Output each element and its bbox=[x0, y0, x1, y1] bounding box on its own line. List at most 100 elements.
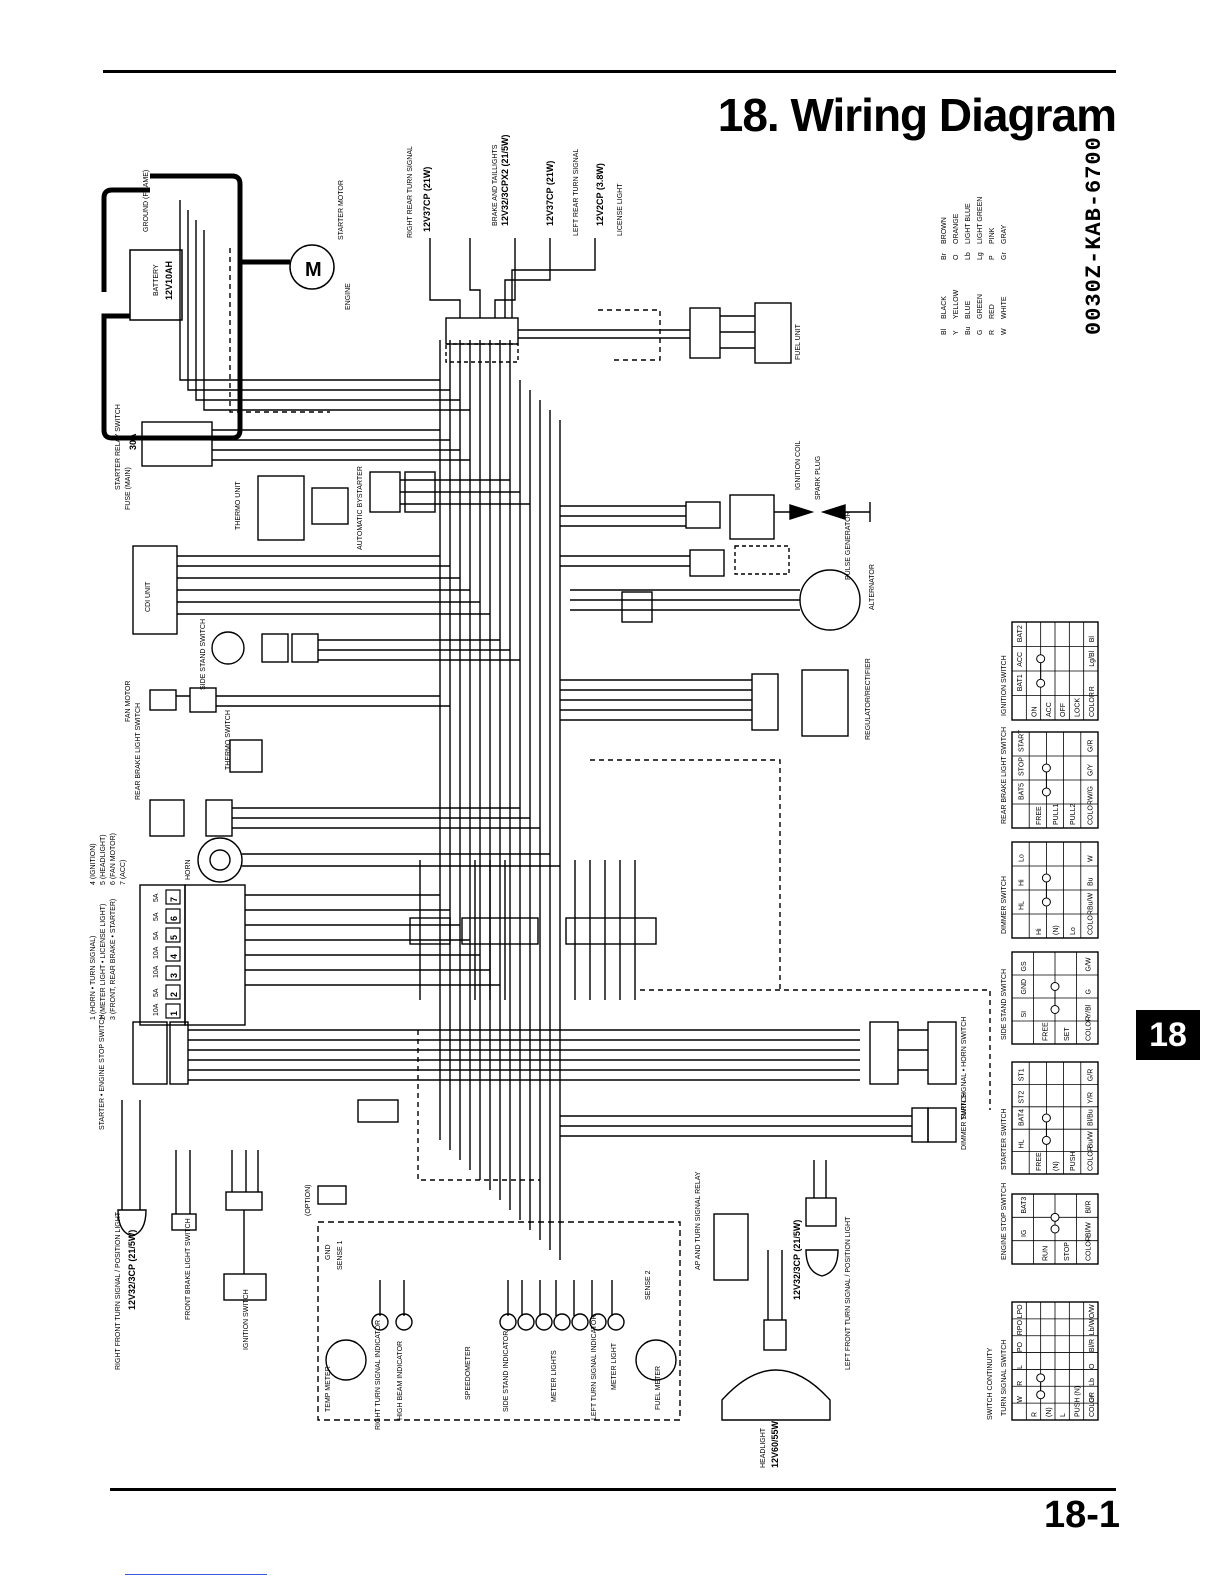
fuse-6-label: 6 (FAN MOTOR) bbox=[110, 833, 117, 885]
lf-turn-label: LEFT FRONT TURN SIGNAL / POSITION LIGHT bbox=[845, 1216, 852, 1370]
legend-code: W bbox=[1001, 328, 1008, 335]
bottom-link[interactable] bbox=[125, 1574, 267, 1575]
switch-col-label: IG bbox=[1021, 1230, 1028, 1237]
fuse-rating: 10A bbox=[153, 1003, 160, 1016]
switch-row-label: LOCK bbox=[1075, 698, 1082, 717]
fuse-1-label: 1 (HORN • TURN SIGNAL) bbox=[90, 936, 97, 1020]
fan-motor-label: FAN MOTOR bbox=[125, 681, 132, 722]
legend-name: ORANGE bbox=[953, 213, 960, 244]
switch-color-label: Lb/W bbox=[1089, 1319, 1096, 1336]
pulse-generator-label: PULSE GENERATOR bbox=[845, 511, 852, 580]
fuse-rating: 5A bbox=[153, 912, 160, 921]
switch-table-title: STARTER SWITCH bbox=[1001, 1108, 1008, 1170]
turn-relay-label: AP AND TURN SIGNAL RELAY bbox=[695, 1171, 702, 1270]
chapter-tab[interactable]: 18 bbox=[1136, 1010, 1200, 1060]
switch-row-label: ON bbox=[1032, 707, 1039, 718]
switch-color-label: G/W bbox=[1085, 957, 1092, 971]
legend-code: Lb bbox=[965, 252, 972, 260]
brake-tail-label: BRAKE AND TAILLIGHTS bbox=[492, 144, 499, 226]
thermo-switch-label: THERMO SWITCH bbox=[225, 710, 232, 770]
fuse-number: 4 bbox=[169, 954, 179, 959]
switch-col-label: W bbox=[1017, 1396, 1024, 1403]
switch-color-label: R bbox=[1089, 686, 1096, 691]
battery-spec: 12V10AH bbox=[164, 261, 174, 300]
switch-row-label: L bbox=[1060, 1413, 1067, 1417]
switch-color-label: Bl/W bbox=[1085, 1222, 1092, 1237]
legend-code: Bl bbox=[941, 328, 948, 335]
switch-col-label: ST2 bbox=[1019, 1091, 1026, 1104]
switch-color-label: G/R bbox=[1087, 740, 1094, 752]
page-title: 18. Wiring Diagram bbox=[717, 89, 1117, 141]
switch-color-label: G bbox=[1085, 989, 1092, 994]
rt-indicator-label: RIGHT TURN SIGNAL INDICATOR bbox=[375, 1320, 382, 1430]
switch-row-label: COLOR bbox=[1085, 1016, 1092, 1041]
switch-row-label: SET bbox=[1064, 1027, 1071, 1041]
fuse-7-label: 7 (ACC) bbox=[120, 860, 127, 885]
color-legend: BlBLACKYYELLOWBuBLUEGGREENRREDWWHITEBrBR… bbox=[941, 197, 1008, 335]
switch-row-label: FREE bbox=[1036, 806, 1043, 825]
switch-row-label: FREE bbox=[1036, 1152, 1043, 1171]
motor-symbol: M bbox=[305, 259, 322, 281]
top-rule bbox=[103, 70, 1116, 73]
fuse-rating: 10A bbox=[153, 946, 160, 959]
switch-table-title: TURN SIGNAL SWITCH bbox=[1001, 1340, 1008, 1416]
switch-col-label: BAT2 bbox=[1017, 625, 1024, 642]
switch-col-label: BAT1 bbox=[1017, 674, 1024, 691]
fuse-number: 6 bbox=[169, 916, 179, 921]
switch-row-label: Hi bbox=[1036, 928, 1043, 935]
switch-col-label: Hi bbox=[1019, 879, 1026, 886]
switch-col-label: RPO bbox=[1017, 1320, 1024, 1336]
switch-table-title: SIDE STAND SWITCH bbox=[1001, 969, 1008, 1040]
sense1-text: SENSE 1 bbox=[337, 1240, 344, 1270]
switch-col-label: R bbox=[1017, 1381, 1024, 1386]
lr-turn-label: LEFT REAR TURN SIGNAL bbox=[573, 149, 580, 236]
meter-light-label: METER LIGHT bbox=[611, 1342, 618, 1390]
starter-relay-label: STARTER RELAY SWITCH bbox=[115, 404, 122, 490]
fuel-unit-label: FUEL UNIT bbox=[795, 323, 802, 360]
battery-label: BATTERY bbox=[153, 264, 160, 296]
switch-col-label: GS bbox=[1021, 961, 1028, 971]
fuse-slot bbox=[165, 908, 181, 924]
switch-row-label: STOP bbox=[1064, 1242, 1071, 1261]
starter-engine-stop-label: STARTER • ENGINE STOP SWITCH bbox=[99, 1014, 106, 1130]
fuse-number: 5 bbox=[169, 935, 179, 940]
legend-name: BLUE bbox=[965, 300, 972, 319]
fuse-number: 7 bbox=[169, 897, 179, 902]
fuse-4-label: 4 (IGNITION) bbox=[90, 843, 97, 885]
switch-row-label: COLOR bbox=[1087, 800, 1094, 825]
switch-color-label: Bl bbox=[1089, 636, 1096, 643]
switch-color-label: Gr bbox=[1089, 1394, 1096, 1402]
switch-row-label: COLOR bbox=[1085, 1236, 1092, 1261]
switch-table-title: ENGINE STOP SWITCH bbox=[1001, 1183, 1008, 1260]
ignition-coil-label: IGNITION COIL bbox=[795, 441, 802, 491]
switch-table-title: DIMMER SWITCH bbox=[1001, 876, 1008, 934]
switch-row-label: Lo bbox=[1070, 927, 1077, 935]
fuse-rating: 5A bbox=[153, 988, 160, 997]
switch-col-label: L bbox=[1017, 1365, 1024, 1369]
switch-col-label: ACC bbox=[1017, 652, 1024, 667]
lt-indicator-label: LEFT TURN SIGNAL INDICATOR bbox=[591, 1315, 598, 1420]
headlight-spec: 12V60/55W bbox=[770, 1420, 780, 1468]
page-number: 18-1 bbox=[1043, 1494, 1120, 1536]
switch-color-label: O bbox=[1089, 1363, 1096, 1369]
switch-row-label: PULL1 bbox=[1053, 803, 1060, 825]
switch-col-label: SI bbox=[1021, 1011, 1028, 1018]
switch-color-label: Bu/W bbox=[1087, 892, 1094, 910]
switch-table-title: REAR BRAKE LIGHT SWITCH bbox=[1001, 727, 1008, 824]
starter-motor-label: STARTER MOTOR bbox=[338, 180, 345, 240]
switch-col-label: Lo bbox=[1019, 854, 1026, 862]
switch-col-label: STOP bbox=[1019, 757, 1026, 776]
switch-row-label: OFF bbox=[1060, 703, 1067, 717]
rr-turn-spec: 12V37CP (21W) bbox=[422, 167, 432, 232]
front-brake-switch-label: FRONT BRAKE LIGHT SWITCH bbox=[185, 1218, 192, 1320]
bystarter-label: AUTOMATIC BYSTARTER bbox=[357, 466, 364, 550]
legend-code: Y bbox=[953, 330, 960, 335]
switch-col-label: BAT5 bbox=[1019, 783, 1026, 800]
switch-col-label: ST1 bbox=[1019, 1068, 1026, 1081]
fuse-slot bbox=[165, 1003, 181, 1019]
